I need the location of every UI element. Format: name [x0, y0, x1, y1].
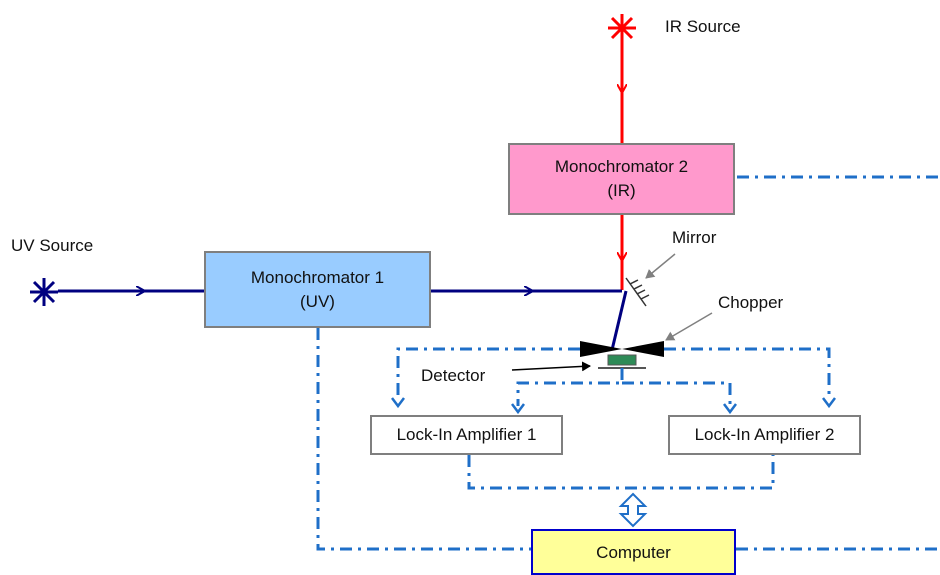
signal-arrowheads [391, 397, 836, 415]
mirror-label: Mirror [672, 228, 717, 247]
computer-label: Computer [596, 543, 671, 562]
ir-source-label: IR Source [665, 17, 741, 36]
uv-beam [58, 291, 628, 351]
computer-box: Computer [531, 529, 736, 575]
signal-lines [316, 175, 940, 551]
monochromator-1-box: Monochromator 1 (UV) [204, 251, 431, 328]
detector-callout [511, 361, 591, 372]
lock-in-amplifier-2-label: Lock-In Amplifier 2 [694, 425, 835, 444]
detector-icon [607, 354, 637, 366]
lock-in-amplifier-2-box: Lock-In Amplifier 2 [668, 415, 861, 455]
ir-source-icon [608, 14, 636, 42]
detector-label: Detector [421, 366, 486, 385]
chopper-icon [580, 341, 664, 357]
monochromator-2-subtitle: (IR) [607, 181, 636, 200]
link-double-arrow-icon [618, 492, 648, 528]
monochromator-1-title: Monochromator 1 [250, 267, 385, 287]
mirror-icon [625, 277, 650, 307]
mirror-callout [645, 253, 676, 279]
monochromator-2-title: Monochromator 2 [554, 157, 689, 176]
chopper-callout [665, 312, 713, 341]
uv-source-label: UV Source [11, 236, 94, 255]
monochromator-1-subtitle: (UV) [300, 291, 335, 311]
uv-source-icon [30, 278, 58, 306]
chopper-label: Chopper [718, 293, 784, 312]
monochromator-2-box: Monochromator 2 (IR) [508, 143, 735, 215]
lock-in-amplifier-1-box: Lock-In Amplifier 1 [370, 415, 563, 455]
lock-in-amplifier-1-label: Lock-In Amplifier 1 [396, 425, 537, 444]
